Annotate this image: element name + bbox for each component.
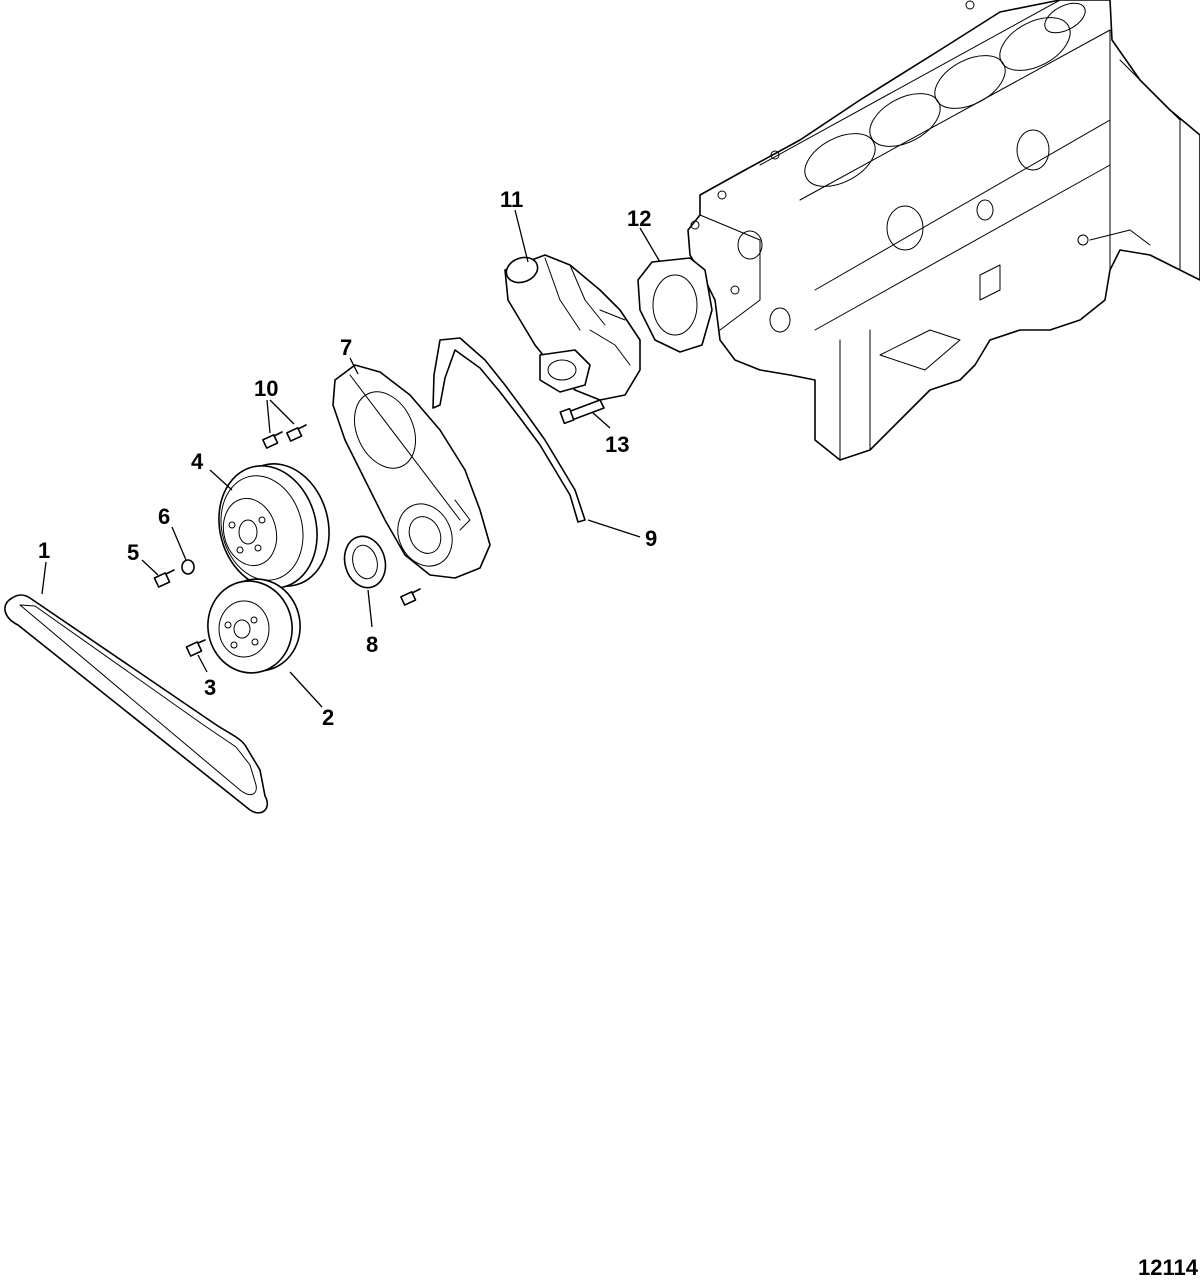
callout-7: 7 [340,335,352,360]
callout-6: 6 [158,504,170,529]
part-8-seal [343,535,387,589]
figure-id: 12114 [1138,1255,1199,1280]
callout-5: 5 [127,540,139,565]
part-5-bolt [153,569,175,588]
part-9-gasket [432,337,586,523]
part-7-timing-cover [332,364,491,579]
callout-8: 8 [366,632,378,657]
part-1-belt [4,594,269,814]
callout-labels: 1 2 3 4 5 6 7 8 9 10 11 12 13 [38,187,657,730]
part-3-bolt [185,639,206,657]
callout-1: 1 [38,538,50,563]
callout-13: 13 [605,432,629,457]
part-2-pulley [207,578,301,674]
callout-3: 3 [204,675,216,700]
part-13-bolt [559,399,605,425]
callout-9: 9 [645,526,657,551]
callout-2: 2 [322,705,334,730]
leader-lines [41,209,661,708]
part-4-pulley [218,463,330,589]
callout-10: 10 [254,376,278,401]
callout-4: 4 [191,449,204,474]
part-12-gasket [637,257,713,353]
part-10-bolts [262,424,307,449]
cover-bolt [400,588,421,606]
callout-12: 12 [627,206,651,231]
engine-block [687,0,1200,461]
part-6-washer [181,559,195,575]
callout-11: 11 [500,187,523,212]
part-11-water-pump [504,254,641,401]
